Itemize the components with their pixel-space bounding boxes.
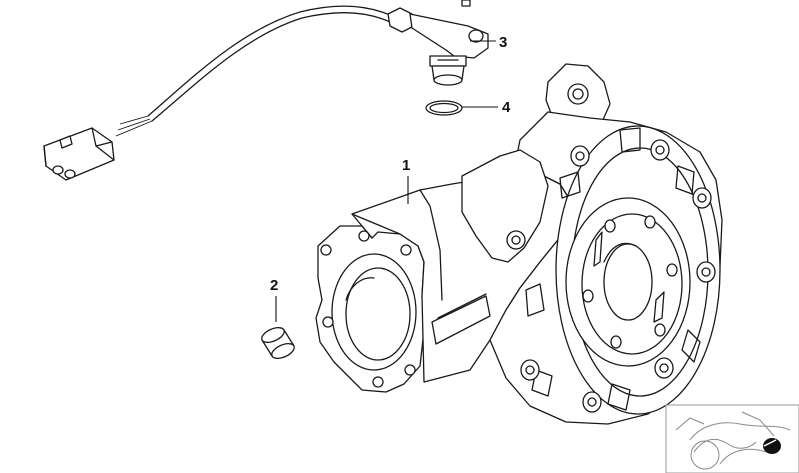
callout-3-label: 3 [499, 34, 507, 51]
callout-1-label: 1 [402, 157, 410, 174]
speed-sensor [387, 0, 489, 86]
locator-thumbnail[interactable] [665, 404, 799, 473]
callout-1: 1 [402, 157, 410, 204]
motorcycle-locator-icon [675, 411, 791, 470]
plug-connector [43, 127, 115, 181]
o-ring [425, 100, 463, 116]
callout-2-label: 2 [270, 277, 278, 294]
hub-bolts [520, 139, 716, 413]
dowel-sleeve [261, 327, 295, 359]
callout-4: 4 [462, 99, 511, 116]
speed-sensor-cable [43, 0, 489, 181]
callout-2: 2 [270, 277, 278, 322]
callout-4-label: 4 [502, 99, 511, 116]
callout-3: 3 [470, 34, 507, 51]
final-drive-housing [315, 63, 723, 425]
